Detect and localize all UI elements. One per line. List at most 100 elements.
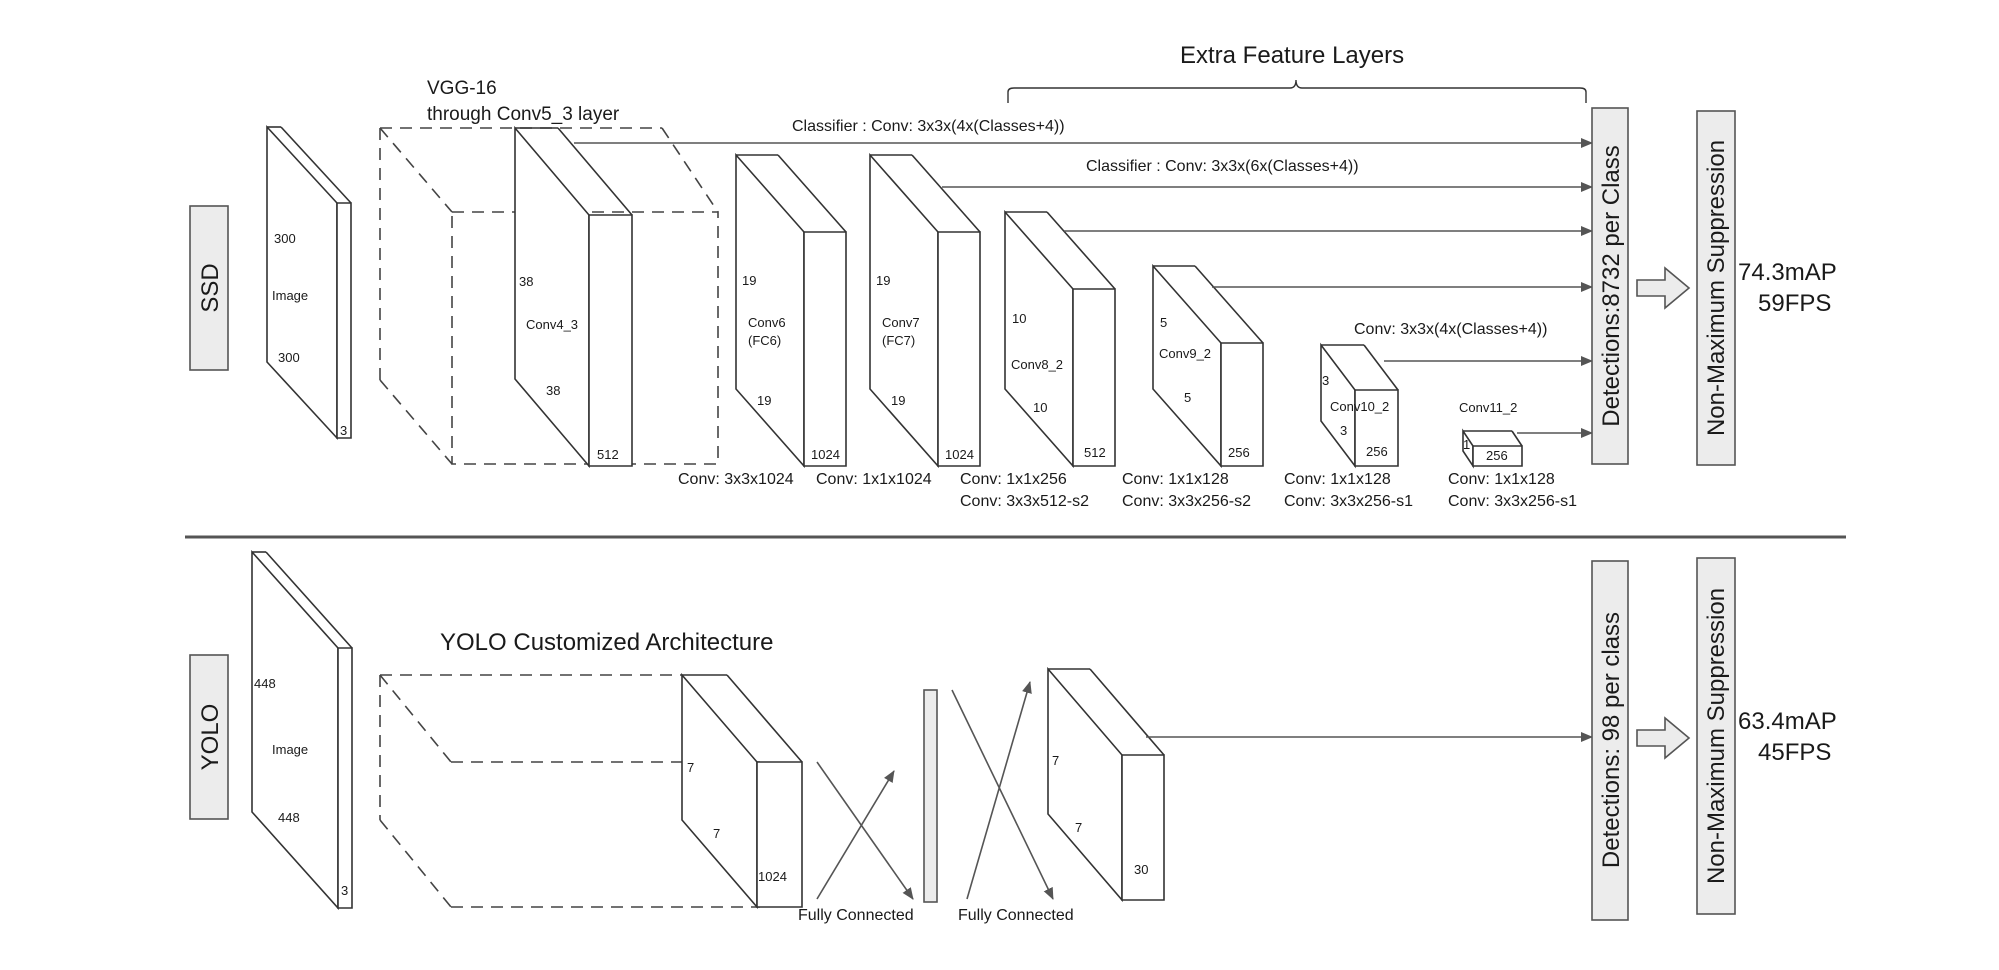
conv11-2-op1-label: Conv: 1x1x128 (1448, 471, 1555, 488)
conv6-block: 19 Conv6 (FC6) 19 1024 (735, 152, 847, 469)
ssd-label-box (189, 205, 229, 371)
ssd-image-block: 300 Image 300 3 (266, 124, 352, 441)
yolo-image-block: 448 Image 448 3 (251, 549, 353, 911)
ssd-nms-box (1696, 110, 1736, 466)
conv9-2-op1-label: Conv: 1x1x128 (1122, 471, 1229, 488)
ssd-to-nms-arrow (1636, 266, 1691, 310)
conv7-name: Conv7 (882, 315, 920, 330)
ssd-image-name: Image (272, 288, 308, 303)
classifier-label-2: Classifier : Conv: 3x3x(6x(Classes+4)) (1086, 158, 1359, 175)
conv10-2-d: 256 (1366, 444, 1388, 459)
conv6-h: 19 (742, 273, 756, 288)
ssd-nms-label: Non-Maximum Suppression (1703, 140, 1730, 436)
conv10-2-h: 3 (1322, 373, 1329, 388)
ssd-detections-box (1591, 107, 1629, 465)
conv9-2-name: Conv9_2 (1159, 346, 1211, 361)
classifier-label-1: Classifier : Conv: 3x3x(4x(Classes+4)) (792, 118, 1065, 135)
conv10-2-op1-label: Conv: 1x1x128 (1284, 471, 1391, 488)
yolo-detections-box (1591, 560, 1629, 921)
conv8-2-block: 10 Conv8_2 10 512 (1004, 209, 1116, 469)
conv9-2-d: 256 (1228, 445, 1250, 460)
conv6-name: Conv6 (748, 315, 786, 330)
vgg-title-line2: through Conv5_3 layer (427, 104, 620, 125)
fc1-down-arrow (816, 761, 914, 900)
classifier-label-3: Conv: 3x3x(4x(Classes+4)) (1354, 321, 1547, 338)
yolo-feat-d: 1024 (758, 869, 787, 884)
ssd-map: 74.3mAP (1738, 259, 1837, 286)
conv9-2-block: 5 Conv9_2 5 256 (1152, 263, 1264, 469)
fc2-up-arrow (966, 681, 1032, 900)
conv11-2-op2-label: Conv: 3x3x256-s1 (1448, 493, 1577, 510)
conv4-3-block: 38 Conv4_3 38 512 (514, 125, 633, 469)
conv8-2-h: 10 (1012, 311, 1026, 326)
conv9-2-h: 5 (1160, 315, 1167, 330)
conv11-2-d: 256 (1486, 448, 1508, 463)
yolo-image-w: 448 (278, 810, 300, 825)
yolo-dashed-block (379, 674, 760, 908)
conv10-2-block: 3 Conv10_2 3 256 (1320, 342, 1399, 469)
conv7-op-label: Conv: 1x1x1024 (816, 471, 932, 488)
yolo-image-name: Image (272, 742, 308, 757)
ssd-fps: 59FPS (1758, 290, 1831, 317)
ssd-section: SSD 300 Image 300 3 VGG-16 through Conv5… (189, 42, 1837, 510)
conv9-2-op2-label: Conv: 3x3x256-s2 (1122, 493, 1251, 510)
conv10-2-w: 3 (1340, 423, 1347, 438)
fc1-up-arrow (816, 770, 895, 900)
yolo-out-h: 7 (1052, 753, 1059, 768)
conv4-3-name: Conv4_3 (526, 317, 578, 332)
fc2-down-arrow (951, 689, 1054, 900)
ssd-image-d: 3 (340, 423, 347, 438)
yolo-to-nms-arrow (1636, 716, 1691, 760)
yolo-fc2-label: Fully Connected (958, 907, 1074, 924)
conv4-3-h: 38 (519, 274, 533, 289)
conv11-2-block: 1 Conv11_2 256 (1459, 400, 1523, 469)
conv8-2-d: 512 (1084, 445, 1106, 460)
fc-vector-bar (923, 689, 938, 903)
yolo-fc1-label: Fully Connected (798, 907, 914, 924)
conv7-sub: (FC7) (882, 333, 915, 348)
conv10-2-op2-label: Conv: 3x3x256-s1 (1284, 493, 1413, 510)
yolo-map: 63.4mAP (1738, 708, 1837, 735)
yolo-detections-label: Detections: 98 per class (1598, 612, 1625, 868)
yolo-nms-label: Non-Maximum Suppression (1703, 588, 1730, 884)
vgg-title-line1: VGG-16 (427, 78, 497, 99)
yolo-nms-box (1696, 557, 1736, 915)
conv8-2-op1-label: Conv: 1x1x256 (960, 471, 1067, 488)
conv11-2-h: 1 (1463, 437, 1470, 452)
extra-layers-brace (1007, 79, 1587, 103)
conv9-2-w: 5 (1184, 390, 1191, 405)
yolo-section: YOLO 448 Image 448 3 YOLO Customized Arc… (189, 549, 1837, 924)
conv8-2-w: 10 (1033, 400, 1047, 415)
conv10-2-name: Conv10_2 (1330, 399, 1389, 414)
yolo-arch-title: YOLO Customized Architecture (440, 629, 773, 656)
conv7-block: 19 Conv7 (FC7) 19 1024 (869, 152, 981, 469)
conv6-d: 1024 (811, 447, 840, 462)
yolo-out-d: 30 (1134, 862, 1148, 877)
yolo-feature-block: 7 7 1024 (681, 672, 803, 910)
yolo-feat-h: 7 (687, 760, 694, 775)
ssd-label: SSD (197, 263, 224, 312)
yolo-out-w: 7 (1075, 820, 1082, 835)
conv6-op-label: Conv: 3x3x1024 (678, 471, 794, 488)
conv7-w: 19 (891, 393, 905, 408)
conv8-2-op2-label: Conv: 3x3x512-s2 (960, 493, 1089, 510)
yolo-label: YOLO (197, 704, 224, 771)
extra-layers-title: Extra Feature Layers (1180, 42, 1404, 69)
conv4-3-d: 512 (597, 447, 619, 462)
ssd-detections-label: Detections:8732 per Class (1598, 145, 1625, 426)
ssd-image-h: 300 (274, 231, 296, 246)
ssd-image-w: 300 (278, 350, 300, 365)
yolo-image-d: 3 (341, 883, 348, 898)
conv7-h: 19 (876, 273, 890, 288)
yolo-feat-w: 7 (713, 826, 720, 841)
conv8-2-name: Conv8_2 (1011, 357, 1063, 372)
conv6-w: 19 (757, 393, 771, 408)
yolo-output-block: 7 7 30 (1047, 666, 1165, 903)
conv4-3-w: 38 (546, 383, 560, 398)
yolo-image-h: 448 (254, 676, 276, 691)
conv11-2-name: Conv11_2 (1459, 400, 1517, 415)
conv6-sub: (FC6) (748, 333, 781, 348)
yolo-fps: 45FPS (1758, 739, 1831, 766)
yolo-label-box (189, 654, 229, 820)
